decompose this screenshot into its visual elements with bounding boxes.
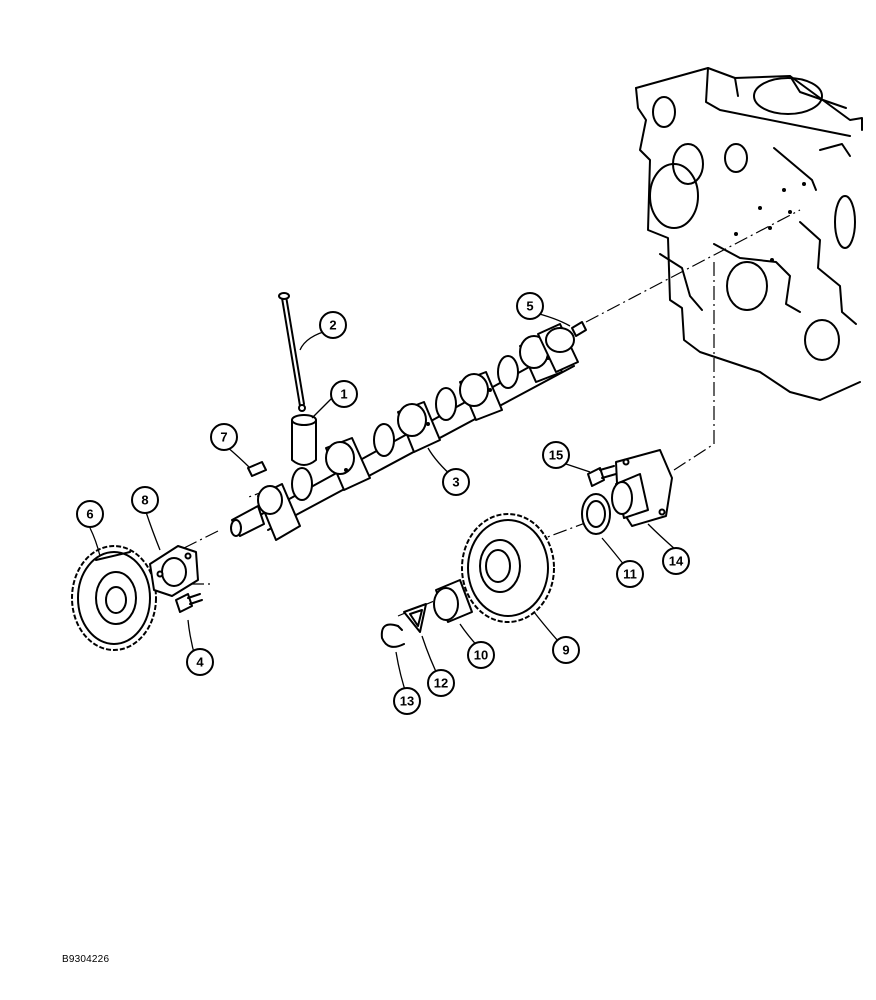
idler-shaft [611, 449, 673, 527]
svg-text:8: 8 [141, 493, 148, 508]
svg-text:14: 14 [669, 554, 684, 569]
plug [571, 321, 587, 337]
cap-screw-4 [175, 593, 203, 613]
svg-text:4: 4 [196, 655, 204, 670]
push-rod [278, 292, 306, 412]
svg-text:3: 3 [452, 475, 459, 490]
svg-text:13: 13 [400, 694, 414, 709]
svg-text:5: 5 [526, 299, 533, 314]
svg-text:1: 1 [340, 387, 347, 402]
callout-4: 4 [186, 648, 214, 676]
svg-text:10: 10 [474, 648, 488, 663]
svg-text:2: 2 [329, 318, 336, 333]
washer [403, 603, 427, 633]
camshaft-gear [71, 545, 157, 651]
callout-8: 8 [131, 486, 159, 514]
callout-9: 9 [552, 636, 580, 664]
svg-text:11: 11 [623, 567, 637, 582]
callout-3: 3 [442, 468, 470, 496]
svg-text:15: 15 [549, 448, 563, 463]
callout-14: 14 [662, 547, 690, 575]
thrust-washer [581, 493, 611, 535]
engine-block [635, 67, 863, 401]
callout-15: 15 [542, 441, 570, 469]
callout-2: 2 [319, 311, 347, 339]
callout-5: 5 [516, 292, 544, 320]
cap-screw-15 [587, 465, 617, 487]
callout-7: 7 [210, 423, 238, 451]
svg-text:9: 9 [562, 643, 569, 658]
callout-11: 11 [616, 560, 644, 588]
idler-gear [461, 513, 555, 623]
svg-text:7: 7 [220, 430, 227, 445]
key [247, 461, 267, 477]
snap-ring [380, 623, 405, 648]
tappet [291, 414, 317, 466]
svg-text:6: 6 [86, 507, 93, 522]
callout-12: 12 [427, 669, 455, 697]
svg-text:12: 12 [434, 676, 448, 691]
bushing [433, 579, 473, 623]
callout-1: 1 [330, 380, 358, 408]
thrust-plate [149, 545, 199, 597]
callout-13: 13 [393, 687, 421, 715]
figure-code: B9304226 [62, 954, 110, 965]
camshaft [230, 323, 579, 541]
callout-10: 10 [467, 641, 495, 669]
callout-6: 6 [76, 500, 104, 528]
